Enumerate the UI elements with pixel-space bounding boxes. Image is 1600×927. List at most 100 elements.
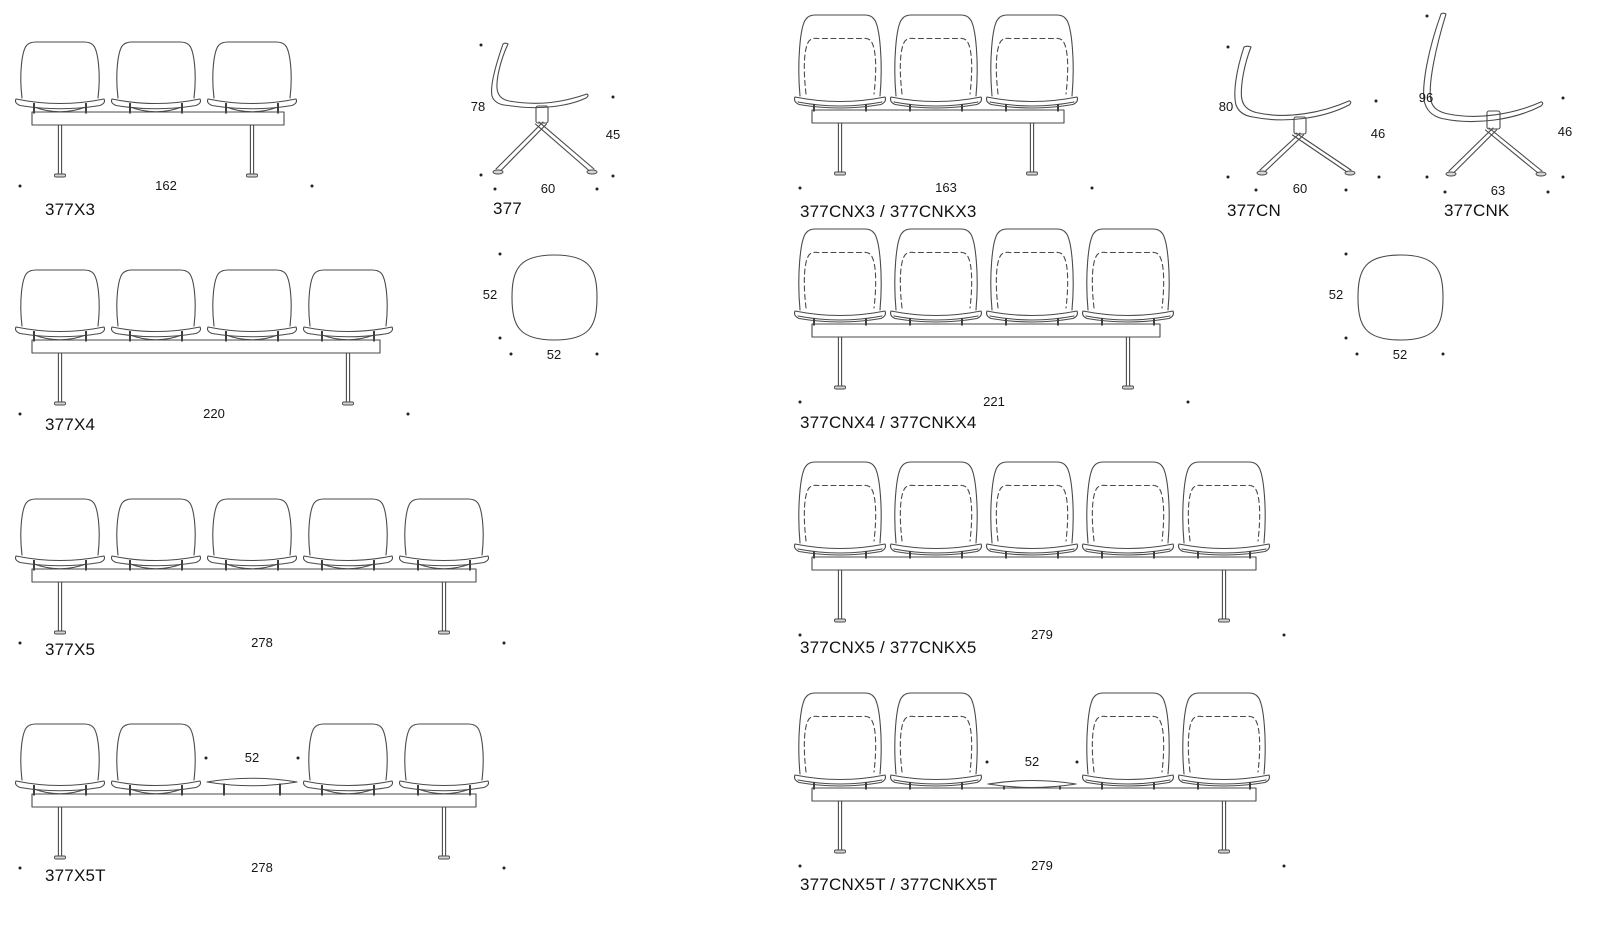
beam	[811, 323, 1161, 338]
tick-dot	[18, 184, 22, 188]
tick-dot	[479, 43, 483, 47]
seat-back-outline	[404, 723, 484, 781]
figure-377x5: 278 377X5	[12, 485, 512, 690]
tick-dot	[798, 633, 802, 637]
dimension-label: 221	[983, 394, 1005, 409]
tick-dot	[1282, 864, 1286, 868]
leg-foot	[1256, 170, 1268, 176]
drawing-377cnx4-bench: 221	[793, 228, 1190, 409]
seat-back-outline	[116, 269, 196, 327]
leg-foot	[54, 630, 66, 635]
dimension-label: 52	[1025, 754, 1039, 769]
dimension-label: 52	[1329, 287, 1343, 302]
seat-cushion-inner	[989, 101, 1075, 107]
seat-back-outline	[116, 498, 196, 556]
seat-top-outline	[1357, 254, 1444, 341]
seat-shell	[110, 780, 202, 792]
model-label-377cnk: 377CNK	[1444, 201, 1510, 220]
seat-cushion	[889, 310, 983, 323]
seat-shell	[302, 326, 394, 338]
seat-back-outline	[798, 692, 882, 775]
stitch-line	[899, 484, 973, 542]
seat-shell	[110, 326, 202, 338]
seat-back-outline	[20, 269, 100, 327]
figure-377cnx5: 279 377CNX5 / 377CNKX5	[792, 455, 1292, 673]
stitch-line	[899, 251, 973, 309]
tick-dot	[18, 641, 22, 645]
seat-shell	[302, 555, 394, 567]
leg-foot	[438, 855, 450, 860]
seat-back-outline	[20, 723, 100, 781]
seat-shell	[206, 98, 298, 110]
dimension-label: 162	[155, 178, 177, 193]
table-top	[206, 777, 298, 787]
stitch-line	[803, 251, 877, 309]
base-leg	[1263, 134, 1305, 173]
tick-dot	[18, 412, 22, 416]
tick-dot	[1561, 175, 1565, 179]
tick-dot	[1443, 190, 1447, 194]
beam	[811, 556, 1257, 571]
seat-cushion	[985, 543, 1079, 556]
seat-back-outline	[894, 692, 978, 775]
seat-back-outline	[894, 461, 978, 544]
tick-dot	[1282, 633, 1286, 637]
beam	[811, 109, 1065, 124]
dimension-label: 45	[606, 127, 620, 142]
tick-dot	[509, 352, 513, 356]
stitch-line	[803, 715, 877, 773]
drawing-377x4-bench: 220	[14, 269, 410, 421]
tick-dot	[595, 187, 599, 191]
dimension-label: 279	[1031, 627, 1053, 642]
leg-foot	[1218, 849, 1230, 854]
seat-shell	[206, 326, 298, 338]
seat-back-outline	[212, 41, 292, 99]
seat-cushion-inner	[1085, 548, 1171, 554]
seat-cushion-inner	[893, 548, 979, 554]
seat-back-outline	[894, 14, 978, 97]
stitch-line	[1187, 484, 1261, 542]
tick-dot	[502, 866, 506, 870]
tick-dot	[493, 187, 497, 191]
seat-back-outline	[990, 461, 1074, 544]
base-leg	[499, 123, 548, 172]
tick-dot	[1377, 175, 1381, 179]
dimension-label: 46	[1371, 126, 1385, 141]
seat-cushion	[1081, 543, 1175, 556]
seat-cushion	[793, 310, 887, 323]
leg-foot	[492, 169, 504, 175]
seat-back-outline	[308, 723, 388, 781]
tick-dot	[1075, 760, 1079, 764]
leg-foot	[1218, 618, 1230, 623]
stitch-line	[1091, 484, 1165, 542]
seat-back-outline	[212, 498, 292, 556]
table-top	[987, 779, 1077, 789]
seat-back-outline	[20, 41, 100, 99]
tick-dot	[18, 866, 22, 870]
seat-cushion-inner	[893, 315, 979, 321]
tick-dot	[204, 756, 208, 760]
dimension-label: 80	[1219, 99, 1233, 114]
leg-foot	[1344, 170, 1356, 176]
tick-dot	[1374, 99, 1378, 103]
seat-back-outline	[1086, 228, 1170, 311]
seat-back-outline	[798, 14, 882, 97]
dimension-label: 163	[935, 180, 957, 195]
model-label-377cnx5: 377CNX5 / 377CNKX5	[800, 638, 977, 657]
figure-377x4: 220 377X4	[12, 256, 416, 461]
dimension-label: 220	[203, 406, 225, 421]
leg-foot	[1445, 171, 1457, 177]
model-label-377x5: 377X5	[45, 640, 96, 659]
leg-foot	[1026, 171, 1038, 176]
seat-cushion	[985, 310, 1079, 323]
tick-dot	[479, 173, 483, 177]
base-leg	[1295, 132, 1352, 171]
seat-back-outline	[1182, 461, 1266, 544]
chair-shell-outline	[1423, 12, 1544, 123]
beam	[31, 111, 285, 126]
seat-cushion	[985, 96, 1079, 109]
